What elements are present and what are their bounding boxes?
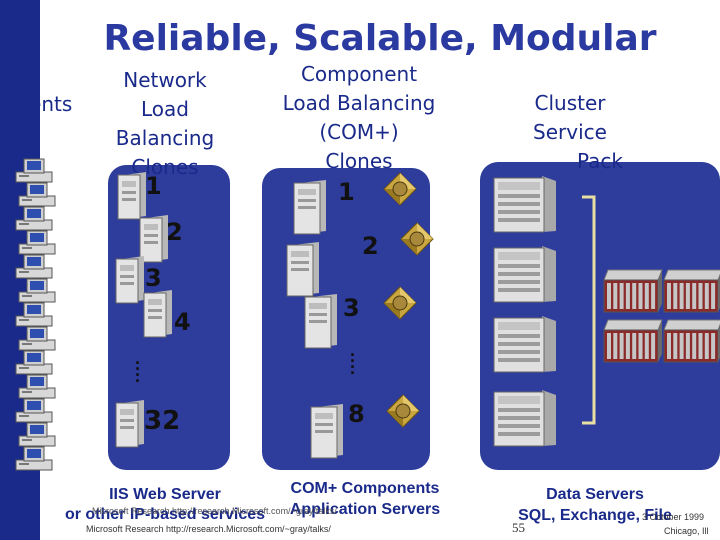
desktop-computer-icon <box>18 230 56 255</box>
tower-server-icon <box>310 404 343 459</box>
nlb-ellipsis: ···· <box>135 353 141 391</box>
com-caption-line: Application Servers <box>289 501 441 518</box>
tower-server-icon <box>115 256 144 304</box>
tower-server-icon <box>139 215 168 263</box>
rack-server-icon <box>493 390 556 447</box>
iis-caption-line: or other IP-based services <box>64 506 266 523</box>
clb-label-line: (COM+) <box>319 120 399 144</box>
com-caption: COM+ Components Application Servers <box>260 480 470 519</box>
footer-url-overlap: Microsoft Research http://research.Micro… <box>92 506 337 516</box>
footer-page: 55 <box>512 520 525 535</box>
storage-array-icon <box>663 319 720 363</box>
com-caption-line: COM+ Components <box>290 480 440 497</box>
tower-server-icon <box>115 400 144 448</box>
footer-date: 3 October 1999 <box>642 512 705 522</box>
nlb-label-line: Load <box>141 97 189 121</box>
footer-place: Chicago, Ill <box>664 526 709 536</box>
footer-url: Microsoft Research http://research.Micro… <box>86 524 331 534</box>
rack-server-icon <box>493 246 556 303</box>
com-number: 3 <box>343 294 360 322</box>
desktop-computer-icon <box>15 446 53 471</box>
tower-server-icon <box>143 290 172 338</box>
storage-array-icon <box>663 269 720 313</box>
tower-server-icon <box>304 294 337 349</box>
desktop-computer-icon <box>15 254 53 279</box>
data-caption-line: Data Servers <box>546 486 644 503</box>
desktop-computer-icon <box>18 422 56 447</box>
data-caption: Data Servers SQL, Exchange, File <box>500 486 690 525</box>
cluster-label-line: Service <box>533 120 607 144</box>
com-number: 1 <box>338 178 355 206</box>
desktop-computer-icon <box>15 302 53 327</box>
com-number: 2 <box>362 232 379 260</box>
storage-array-icon <box>603 319 663 363</box>
desktop-computer-icon <box>15 350 53 375</box>
clb-label: Component Load Balancing (COM+) Clones <box>254 60 464 176</box>
nlb-number: 3 <box>145 264 162 292</box>
nlb-number: 32 <box>144 406 181 436</box>
desktop-computer-icon <box>18 374 56 399</box>
desktop-computer-icon <box>15 398 53 423</box>
cluster-bracket <box>582 195 596 425</box>
clb-label-line: Component <box>300 62 418 86</box>
nlb-number: 4 <box>174 308 191 336</box>
tower-server-icon <box>286 242 319 297</box>
slide-title: Reliable, Scalable, Modular <box>103 18 657 59</box>
nlb-number: 2 <box>166 218 183 246</box>
clients-label: Clients <box>4 92 73 116</box>
com-ellipsis: ···· <box>350 345 356 383</box>
nlb-label-line: Balancing <box>115 126 215 150</box>
clb-label-line: Load Balancing <box>282 91 436 115</box>
com-component-icon <box>386 394 420 428</box>
cluster-label-line: Pack <box>577 149 623 173</box>
cluster-label: Cluster Service Pack <box>500 89 640 176</box>
iis-caption: IIS Web Server or other IP-based service… <box>50 486 280 524</box>
cluster-label-line: Cluster <box>534 91 606 115</box>
nlb-label-line: Clones <box>131 155 199 179</box>
desktop-computer-icon <box>15 158 53 183</box>
com-component-icon <box>383 172 417 206</box>
storage-array-icon <box>603 269 663 313</box>
com-component-icon <box>383 286 417 320</box>
tower-server-icon <box>293 180 326 235</box>
desktop-computer-icon <box>18 182 56 207</box>
nlb-label: Network Load Balancing Clones <box>90 66 240 182</box>
rack-server-icon <box>493 176 556 233</box>
desktop-computer-icon <box>18 278 56 303</box>
nlb-label-line: Network <box>123 68 207 92</box>
data-caption-line: SQL, Exchange, File <box>518 507 672 524</box>
rack-server-icon <box>493 316 556 373</box>
tower-server-icon <box>117 172 146 220</box>
com-component-icon <box>400 222 434 256</box>
com-number: 8 <box>348 400 365 428</box>
desktop-computer-icon <box>15 206 53 231</box>
clb-label-line: Clones <box>325 149 393 173</box>
nlb-number: 1 <box>145 172 162 200</box>
iis-caption-line: IIS Web Server <box>109 486 221 503</box>
desktop-computer-icon <box>18 326 56 351</box>
